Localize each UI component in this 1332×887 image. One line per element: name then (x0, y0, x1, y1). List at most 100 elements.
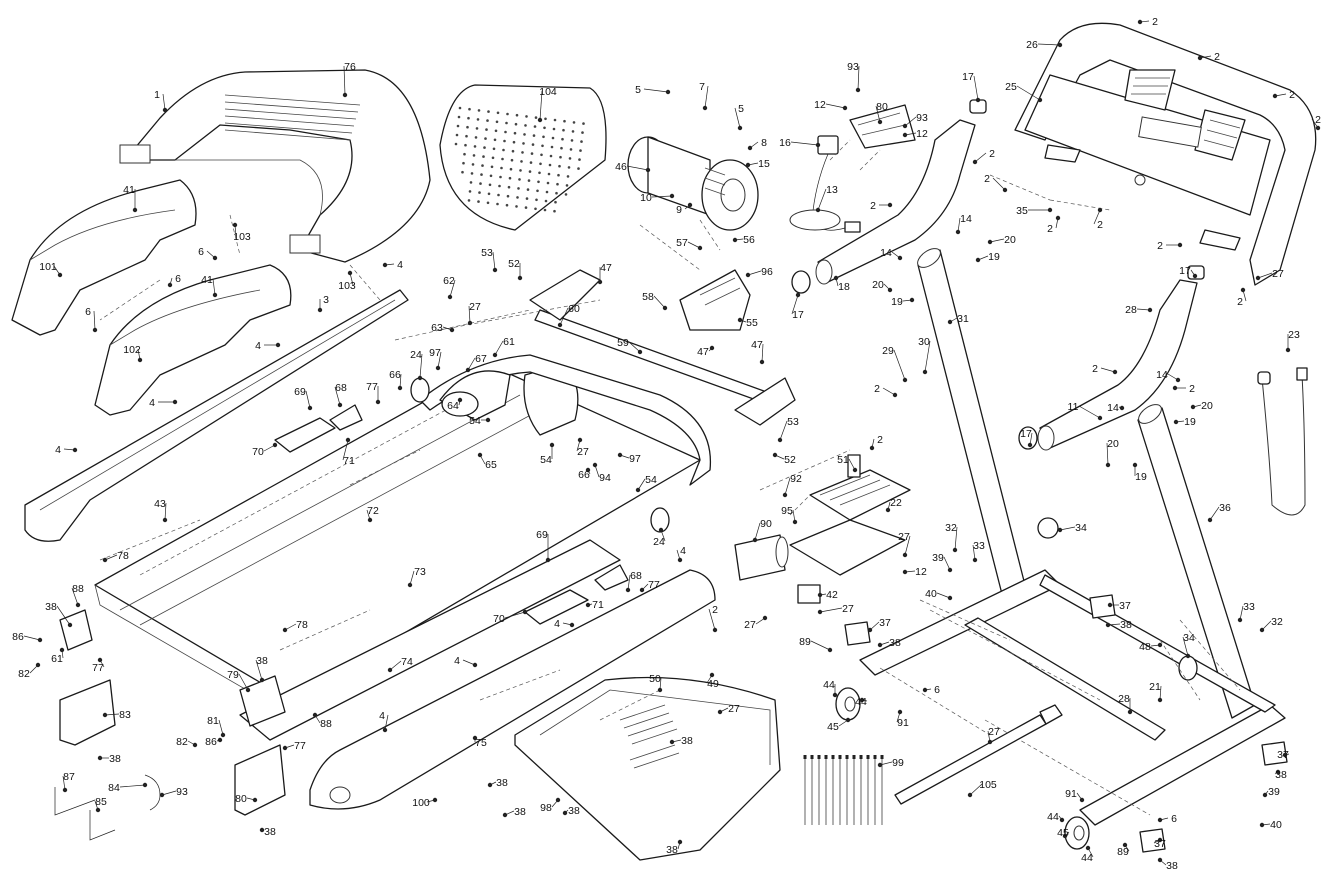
callout-103: 103 (233, 231, 251, 243)
callout-leader (93, 310, 96, 331)
callout-20: 20 (1107, 438, 1119, 450)
callout-leader (334, 386, 341, 406)
callout-leader (904, 535, 911, 556)
cable-tie-head (852, 755, 856, 759)
callout-4: 4 (379, 710, 385, 722)
incline-motor (809, 454, 911, 521)
callout-12: 12 (915, 566, 927, 578)
callout-47: 47 (600, 262, 612, 274)
callout-leader (784, 477, 791, 496)
grille-hole (454, 142, 458, 146)
callout-50: 50 (649, 673, 661, 685)
callout-leader (973, 75, 979, 101)
callout-leaders (23, 20, 1319, 866)
callout-66: 66 (578, 469, 590, 481)
callout-leader (1100, 367, 1116, 373)
callout-leader (1076, 792, 1083, 801)
callout-47: 47 (751, 339, 763, 351)
callout-96: 96 (761, 266, 773, 278)
callout-8: 8 (761, 137, 767, 149)
grille-hole (537, 180, 540, 184)
grille-hole (535, 198, 538, 202)
grille-hole (486, 201, 490, 205)
grille-hole (497, 193, 500, 197)
cable-ties (803, 755, 884, 825)
callout-leader (162, 93, 166, 111)
callout-105: 105 (979, 779, 997, 791)
grille-hole (538, 171, 541, 175)
grille-hole (498, 184, 501, 188)
callout-22: 22 (890, 497, 902, 509)
grille-hole (571, 130, 575, 133)
callout-71: 71 (343, 455, 355, 467)
grille-hole (492, 147, 496, 151)
callout-99: 99 (892, 757, 904, 769)
callout-88: 88 (72, 583, 84, 595)
callout-leader (389, 660, 402, 671)
grille-hole (468, 190, 472, 193)
callout-38: 38 (681, 735, 693, 747)
grille-hole (455, 133, 459, 137)
grille-hole (521, 151, 524, 154)
grille-hole (475, 127, 479, 130)
callout-leader (924, 688, 932, 691)
callout-87: 87 (63, 771, 75, 783)
callout-14: 14 (960, 213, 972, 225)
callout-27: 27 (988, 726, 1000, 738)
callout-38: 38 (264, 826, 276, 838)
callout-20: 20 (1201, 400, 1213, 412)
grille-hole (560, 146, 563, 150)
callout-leader (641, 583, 649, 591)
callout-70: 70 (493, 613, 505, 625)
callout-12: 12 (814, 99, 826, 111)
callout-leader (1257, 272, 1273, 279)
callout-leader (936, 592, 951, 599)
callout-leader (71, 587, 79, 606)
cable-tie-head (803, 755, 807, 759)
callout-leader (263, 444, 276, 452)
callout-leader (626, 165, 649, 171)
callout-32: 32 (1271, 616, 1283, 628)
grille-hole (516, 196, 519, 199)
callout-41: 41 (201, 274, 213, 286)
grille-hole (559, 155, 562, 159)
callout-leader (653, 295, 666, 309)
callout-leader (810, 640, 831, 651)
callout-leader (449, 279, 456, 298)
grille-hole (484, 137, 487, 140)
callout-leader (972, 544, 976, 561)
grille-hole (456, 124, 460, 128)
callout-18: 18 (838, 281, 850, 293)
callout-leader (754, 522, 761, 541)
grille-hole (461, 170, 464, 174)
callout-64: 64 (447, 400, 459, 412)
callout-17: 17 (962, 71, 974, 83)
grille-hole (565, 184, 569, 187)
callout-leader (399, 373, 402, 389)
callout-103: 103 (338, 280, 356, 292)
callout-68: 68 (630, 570, 642, 582)
callout-38: 38 (514, 806, 526, 818)
callout-24: 24 (410, 349, 422, 361)
callout-37: 37 (1277, 749, 1289, 761)
callout-2: 2 (1047, 223, 1053, 235)
grille-hole (532, 134, 536, 137)
grille-hole (514, 122, 518, 126)
callout-leader (825, 103, 846, 109)
grille-hole (528, 170, 532, 173)
callout-leader (216, 739, 221, 742)
callout-leader (957, 217, 961, 233)
callout-85: 85 (95, 796, 107, 808)
callout-78: 78 (117, 550, 129, 562)
callout-92: 92 (790, 473, 802, 485)
callout-leader (1274, 771, 1279, 775)
callout-leader (261, 829, 265, 832)
grille-hole (555, 191, 558, 195)
callout-leader (559, 307, 569, 326)
grille-hole (493, 138, 497, 142)
callout-102: 102 (123, 344, 141, 356)
grille-hole (524, 206, 528, 209)
callout-leader (349, 272, 354, 286)
